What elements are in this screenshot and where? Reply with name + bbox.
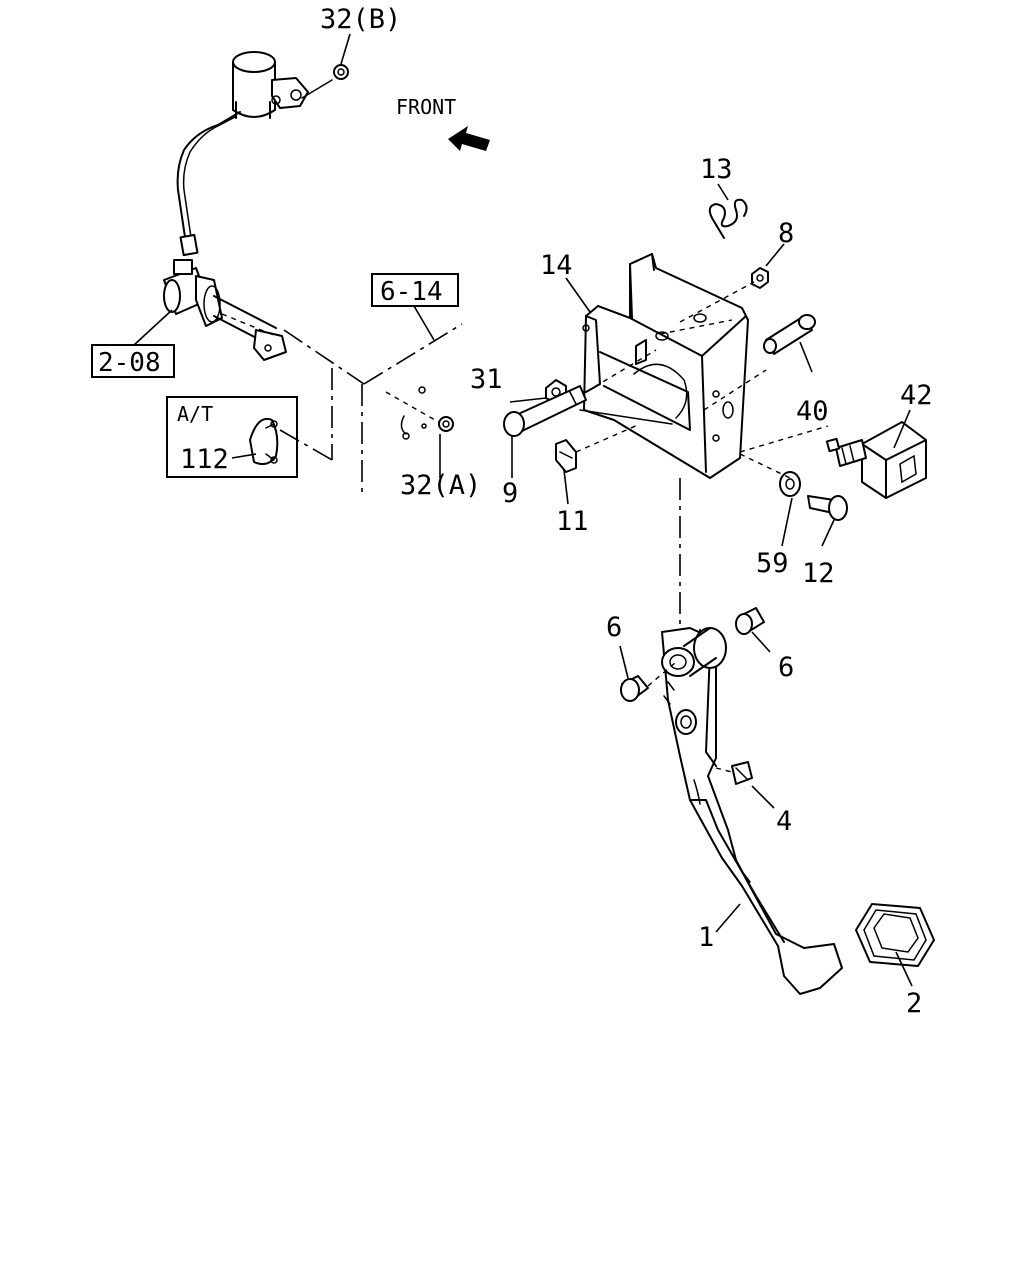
ref-6-14-text: 6-14 (380, 277, 443, 307)
callout-11: 11 (556, 506, 589, 537)
ref-box-2-08[interactable]: 2-08 (91, 344, 175, 378)
callout-4: 4 (776, 806, 792, 837)
callout-6-right: 6 (778, 652, 794, 683)
nut-32a (438, 416, 454, 432)
ref-2-08-text: 2-08 (98, 348, 161, 378)
clutch-reservoir (232, 51, 333, 119)
callout-1: 1 (698, 922, 714, 953)
nut-32b (333, 64, 349, 80)
callout-12: 12 (802, 558, 835, 589)
callout-2: 2 (906, 988, 922, 1019)
callout-59: 59 (756, 548, 789, 579)
ref-box-6-14[interactable]: 6-14 (371, 273, 459, 307)
callout-8: 8 (778, 218, 794, 249)
callout-32a: 32(A) (400, 470, 481, 501)
pedal-switch (825, 421, 927, 499)
clutch-pedal-arm (661, 627, 843, 995)
at-inset-label: A/T (177, 402, 213, 426)
return-spring (708, 198, 748, 239)
callout-6-left: 6 (606, 612, 622, 643)
firewall-holes (400, 386, 427, 440)
nut-8 (751, 267, 769, 289)
bushing-6-right (735, 607, 765, 635)
callout-13: 13 (700, 154, 733, 185)
pedal-bolt (503, 385, 587, 437)
callout-32b: 32(B) (320, 4, 401, 35)
clip-11 (555, 439, 577, 473)
at-inset-box: A/T 112 (166, 396, 298, 478)
pedal-bracket (582, 253, 749, 479)
callout-42: 42 (900, 380, 933, 411)
bolt-12 (807, 495, 848, 521)
callout-9: 9 (502, 478, 518, 509)
front-arrow-icon (448, 126, 490, 151)
washer-59 (779, 471, 801, 497)
stopper-4 (731, 761, 753, 785)
clutch-hose (176, 111, 241, 245)
callout-40: 40 (796, 396, 829, 427)
callout-14: 14 (540, 250, 573, 281)
clutch-master-cylinder (163, 259, 287, 361)
callout-31: 31 (470, 364, 503, 395)
pivot-pin (763, 314, 816, 355)
front-direction-label: FRONT (396, 95, 456, 119)
bushing-6-left (620, 675, 649, 702)
pedal-pad (855, 903, 935, 967)
callout-112: 112 (180, 444, 229, 475)
